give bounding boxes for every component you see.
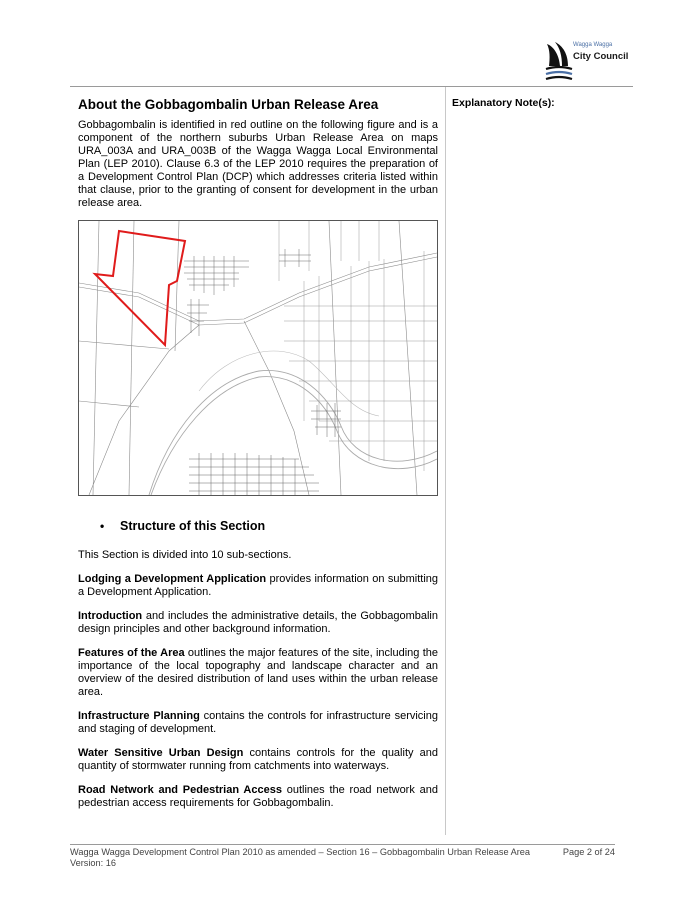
subsection-term: Features of the Area bbox=[78, 647, 185, 659]
subsection-item: Lodging a Development Application provid… bbox=[78, 573, 438, 599]
divided-paragraph: This Section is divided into 10 sub-sect… bbox=[78, 549, 292, 561]
subsection-term: Infrastructure Planning bbox=[78, 710, 200, 722]
subsection-term: Introduction bbox=[78, 610, 143, 622]
column-divider bbox=[445, 87, 446, 835]
logo-subtitle: Wagga Wagga bbox=[573, 42, 613, 48]
footer-document-title: Wagga Wagga Development Control Plan 201… bbox=[70, 847, 531, 857]
council-logo-icon bbox=[545, 42, 573, 81]
subsection-desc: contains the controls for infrastructure… bbox=[78, 710, 438, 735]
subsection-item: Infrastructure Planning contains the con… bbox=[78, 710, 438, 736]
subsection-desc: outlines the major features of the site,… bbox=[78, 647, 438, 698]
bullet-marker: • bbox=[100, 519, 105, 533]
subsection-item: Road Network and Pedestrian Access outli… bbox=[78, 784, 438, 810]
structure-heading: • Structure of this Section bbox=[78, 519, 438, 534]
intro-paragraph: Gobbagombalin is identified in red outli… bbox=[78, 119, 438, 209]
subsection-desc: and includes the administrative details,… bbox=[78, 610, 438, 635]
footer-rule bbox=[70, 844, 615, 845]
subsection-item: Introduction and includes the administra… bbox=[78, 610, 438, 636]
subsection-desc: contains controls for the quality and qu… bbox=[78, 747, 438, 772]
subsection-term: Water Sensitive Urban Design bbox=[78, 747, 244, 759]
subsection-item: Water Sensitive Urban Design contains co… bbox=[78, 747, 438, 773]
subsection-desc: outlines the road network and pedestrian… bbox=[78, 784, 438, 809]
explanatory-note-heading: Explanatory Note(s): bbox=[452, 97, 555, 109]
release-area-map bbox=[78, 220, 438, 496]
footer-version: Version: 16 bbox=[70, 858, 116, 868]
footer-page-number: Page 2 of 24 bbox=[562, 847, 615, 857]
structure-heading-text: Structure of this Section bbox=[120, 519, 266, 533]
main-content: About the Gobbagombalin Urban Release Ar… bbox=[78, 97, 438, 810]
subsection-term: Lodging a Development Application bbox=[78, 573, 267, 585]
section-title: About the Gobbagombalin Urban Release Ar… bbox=[78, 97, 379, 112]
map-drawing bbox=[79, 221, 437, 495]
subsection-desc: provides information on submitting a Dev… bbox=[78, 573, 438, 598]
logo-title: City Council bbox=[573, 51, 629, 62]
page-footer: Wagga Wagga Development Control Plan 201… bbox=[70, 847, 615, 869]
subsection-term: Road Network and Pedestrian Access bbox=[78, 784, 282, 796]
header-rule bbox=[70, 86, 633, 87]
subsection-item: Features of the Area outlines the major … bbox=[78, 647, 438, 699]
